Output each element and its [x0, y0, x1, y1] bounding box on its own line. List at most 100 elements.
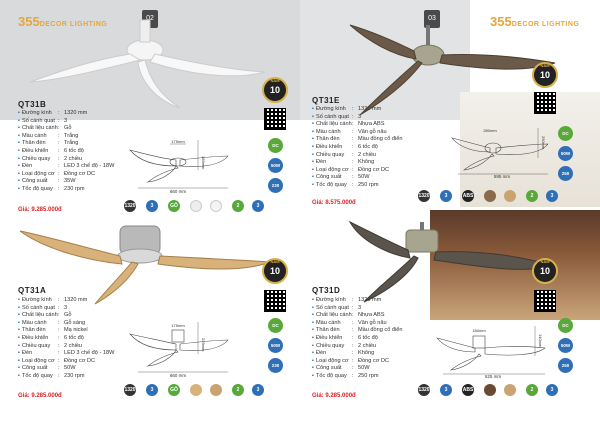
power-icon: 50W: [268, 338, 283, 353]
feature-icons: DC 50W 250: [558, 318, 574, 378]
spec-row: Đường kính:1320 mm: [18, 110, 114, 118]
spec-row: Chất liệu cánh:Gỗ: [18, 125, 114, 133]
qr-code[interactable]: [534, 92, 556, 114]
feature-icons: DC 50W 230: [268, 318, 284, 378]
color-swatch-icon: [190, 384, 202, 396]
price: Giá: 8.575.000đ: [312, 200, 356, 206]
spec-row: Tốc độ quay:230 rpm: [18, 373, 114, 381]
dc-icon: DC: [558, 126, 573, 141]
spec-row: Số cánh quạt:3: [312, 114, 402, 122]
dim-height: 250mm: [541, 136, 546, 150]
color-swatch-icon: [484, 190, 496, 202]
dc-icon: DC: [268, 138, 283, 153]
material-icon: ABS: [462, 384, 474, 396]
spec-row: Số cánh quạt:3: [18, 118, 114, 126]
spec-row: Thân đèn:Màu đồng cổ điển: [312, 136, 403, 144]
spec-row: Tốc độ quay:230 rpm: [18, 186, 114, 194]
power-icon: 50W: [268, 158, 283, 173]
rpm-icon: 230: [268, 358, 283, 373]
spec-list: Đường kính:1320 mm Số cánh quạt:3 Chất l…: [18, 110, 114, 194]
spec-row: Loại động cơ:Đồng cơ DC: [18, 171, 114, 179]
qr-code[interactable]: [264, 108, 286, 130]
blades-icon: 3: [146, 200, 158, 212]
spec-row: Chất liệu cánh:Gỗ: [18, 312, 114, 320]
model-name: QT31A: [18, 286, 47, 295]
fan-image-qt31b: [29, 19, 266, 109]
fan-image-qt31a: [19, 225, 271, 305]
color-swatch-icon: [210, 200, 222, 212]
model-name: QT31B: [18, 100, 47, 109]
light-icon: 3: [252, 200, 264, 212]
spec-row: Công suất:50W: [18, 365, 114, 373]
dim-width: 625 mm: [485, 374, 502, 379]
spec-row: Loại động cơ:Đồng cơ DC: [312, 358, 402, 366]
light-icon: 3: [252, 384, 264, 396]
material-icon: GỖ: [168, 200, 180, 212]
spec-row: Điều khiển:6 tốc độ: [312, 335, 402, 343]
material-icon: GỖ: [168, 384, 180, 396]
dimension-drawing: 660 mm 175mm 225mm: [129, 322, 229, 378]
dimension-drawing: 595 mm 280mm 250mm: [451, 128, 549, 179]
dim-height: 140mm: [538, 334, 543, 348]
spec-row: Công suất:50W: [312, 174, 402, 182]
spec-row: Số cánh quạt:3: [312, 305, 402, 313]
dim-height: 225mm: [201, 338, 206, 352]
spec-row: Điều khiển:6 tốc độ: [18, 148, 114, 156]
rpm-icon: 250: [558, 166, 573, 181]
spec-row: Chất liệu cánh:Nhựa ABS: [312, 312, 402, 320]
direction-icon: 2: [526, 190, 538, 202]
diameter-icon: 1320: [124, 200, 136, 212]
color-swatch-icon: [190, 200, 202, 212]
brand-logo: 355DECOR LIGHTING: [490, 14, 580, 29]
diameter-icon: 1320: [124, 384, 136, 396]
diameter-icon: 1320: [418, 190, 430, 202]
spec-row: Chiều quay:2 chiều: [18, 156, 114, 164]
price: Giá: 9.285.000đ: [18, 393, 62, 399]
room-photo: [460, 92, 600, 207]
dim-top: 280mm: [483, 128, 497, 133]
spec-row: Chiều quay:2 chiều: [18, 343, 114, 351]
fan-image-qt31d: [348, 220, 556, 303]
spec-row: Thân đèn:Trắng: [18, 140, 114, 148]
model-name: QT31E: [312, 96, 340, 105]
color-swatch-icon: [504, 190, 516, 202]
spec-row: Công suất:50W: [312, 365, 402, 373]
feature-icons: DC 50W 230: [268, 138, 284, 198]
color-swatch-icon: [504, 384, 516, 396]
price: Giá: 9.285.000đ: [312, 393, 356, 399]
qr-code[interactable]: [264, 290, 286, 312]
direction-icon: 2: [232, 200, 244, 212]
dimension-drawing: 625 mm 180mm 140mm: [436, 326, 546, 379]
dim-width: 595 mm: [494, 174, 511, 179]
price: Giá: 9.285.000đ: [18, 207, 62, 213]
spec-list: Đường kính:1320 mm Số cánh quạt:3 Chất l…: [312, 106, 403, 190]
spec-row: Chiều quay:2 chiều: [312, 152, 402, 160]
fan-image-qt31e: [349, 24, 556, 116]
spec-row: Tốc độ quay:250 rpm: [312, 373, 402, 381]
qr-code[interactable]: [534, 290, 556, 312]
model-name: QT31D: [312, 286, 341, 295]
spec-row: Đường kính:1320 mm: [312, 106, 402, 114]
dc-icon: DC: [558, 318, 573, 333]
spec-list: Đường kính:1320 mm Số cánh quạt:3 Chất l…: [18, 297, 114, 381]
page-number: 03: [424, 10, 440, 28]
spec-row: Đèn:LED 3 chế độ - 18W: [18, 163, 114, 171]
spec-row: Điều khiển:6 tốc độ: [312, 144, 402, 152]
direction-icon: 2: [526, 384, 538, 396]
light-icon: 3: [546, 190, 558, 202]
power-icon: 50W: [558, 338, 573, 353]
spec-row: Thân đèn:Mạ nickel: [18, 327, 114, 335]
power-icon: 50W: [558, 146, 573, 161]
light-icon: 3: [546, 384, 558, 396]
dim-height: 185mm: [201, 156, 206, 170]
spec-row: Màu cánh:Gỗ sáng: [18, 320, 114, 328]
dim-width: 660 mm: [170, 189, 187, 194]
spec-row: Chiều quay:2 chiều: [312, 343, 402, 351]
blades-icon: 3: [440, 190, 452, 202]
